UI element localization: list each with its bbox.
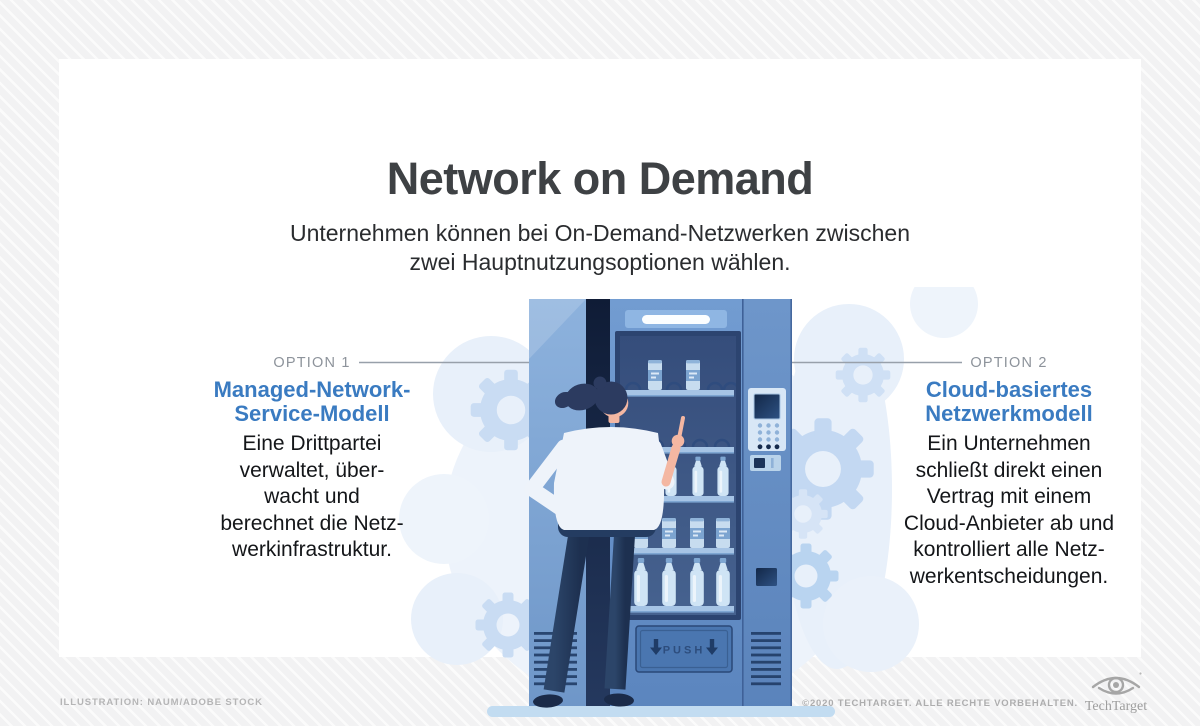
down-arrow-icon (650, 639, 662, 655)
infographic-card: Network on Demand Unternehmen können bei… (59, 59, 1141, 717)
option-1-heading: Managed-Network- Service-Modell (213, 377, 411, 426)
hand (671, 434, 685, 448)
techtarget-logo: TechTarget (1085, 672, 1147, 714)
vending-machine: PUSH (529, 299, 792, 714)
page-title: Network on Demand (386, 153, 814, 204)
shoe (604, 693, 634, 707)
option-2-block: OPTION 2 Cloud-basiertes Netzwerkmodell … (885, 355, 1133, 590)
techtarget-wordmark: TechTarget (1085, 699, 1147, 714)
copyright-text: ©2020 TECHTARGET. ALLE RECHTE VORBEHALTE… (802, 698, 1078, 709)
page-subtitle: Unternehmen können bei On-Demand-Netzwer… (289, 220, 911, 275)
can-icon (686, 360, 700, 390)
push-label: PUSH (663, 645, 706, 657)
coin-return (756, 568, 777, 586)
hair (554, 376, 628, 415)
option-2-label: OPTION 2 (970, 355, 1048, 371)
down-arrow-icon (706, 639, 718, 655)
pointing-finger (677, 416, 685, 438)
can-icon (662, 518, 676, 548)
vent-right (751, 632, 781, 686)
machine-sign (625, 310, 727, 328)
floor-platform (487, 706, 835, 717)
illustration-credit: ILLUSTRATION: NAUM/ADOBE STOCK (60, 697, 263, 708)
vending-machine-illustration: PUSH (359, 287, 978, 717)
forearm (661, 443, 681, 487)
card-slot (750, 455, 781, 471)
push-tray: PUSH (635, 625, 733, 673)
option-1-block: OPTION 1 Managed-Network- Service-Modell… (197, 355, 427, 564)
shirt (553, 427, 665, 530)
shoe (533, 694, 563, 708)
can-icon (690, 518, 704, 548)
leg (604, 526, 636, 690)
trademark-dot (1139, 672, 1142, 675)
leg (543, 525, 591, 693)
woman-figure (524, 376, 685, 708)
techtarget-eye-icon (1091, 676, 1141, 695)
machine-keypad (748, 388, 786, 451)
option-1-description: Eine Drittpartei verwaltet, über- wacht … (220, 432, 404, 561)
can-icon (648, 360, 662, 390)
eye-pupil (1113, 682, 1119, 688)
option-1-label: OPTION 1 (273, 355, 351, 371)
option-2-heading: Cloud-basiertes Netzwerkmodell (925, 377, 1093, 426)
option-2-description: Ein Unternehmen schließt direkt einen Ve… (903, 432, 1115, 588)
left-arm (524, 439, 574, 520)
can-icon (716, 518, 730, 548)
